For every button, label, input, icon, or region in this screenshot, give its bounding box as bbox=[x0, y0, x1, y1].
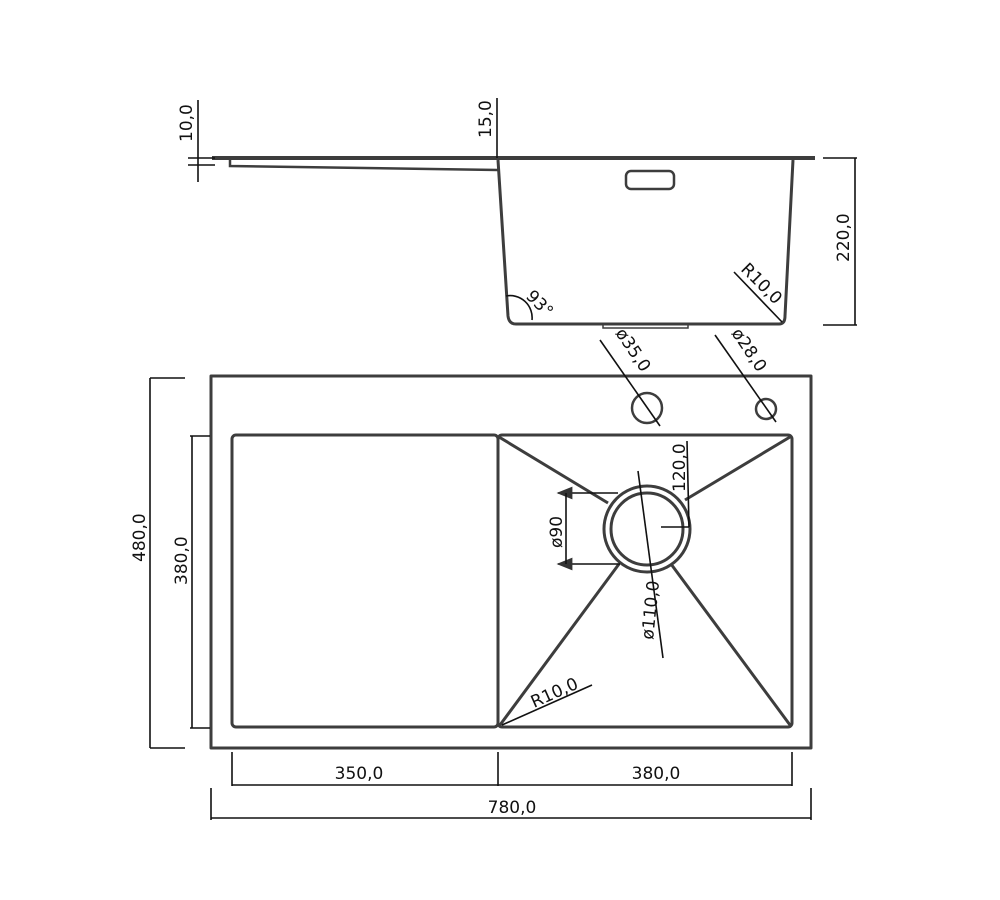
drain-outer-ring bbox=[602, 484, 692, 574]
bowl-depth-label: 220,0 bbox=[834, 213, 854, 262]
side-radius-leader-line bbox=[733, 271, 783, 323]
bowl-slope-line bbox=[498, 563, 621, 726]
bowl-slope-line bbox=[498, 435, 609, 505]
side-view: 10,0 15,0 220,0 R10,0 93° bbox=[177, 98, 857, 329]
overflow-slot bbox=[624, 169, 676, 191]
bowl-slope-line bbox=[669, 563, 792, 726]
bowl-slope-line bbox=[684, 435, 791, 502]
tap-hole-left bbox=[630, 391, 664, 425]
drain-outer-diameter-leader-line bbox=[637, 470, 664, 659]
rim-offset-label: 15,0 bbox=[476, 100, 496, 138]
drain-offset-dimension-line bbox=[686, 440, 690, 528]
rim-thickness-label: 10,0 bbox=[177, 104, 197, 142]
sink-outline bbox=[209, 374, 813, 750]
angle-arc bbox=[505, 294, 533, 321]
tap-hole-left-label: ø35,0 bbox=[611, 325, 655, 376]
bowl-radius-leader-line bbox=[501, 684, 593, 726]
total-depth-label: 480,0 bbox=[130, 513, 150, 562]
drain-offset-label: 120,0 bbox=[670, 443, 690, 492]
drain-outlet bbox=[602, 323, 689, 329]
wall-angle-label: 93° bbox=[521, 286, 556, 321]
bowl-width-label: 380,0 bbox=[632, 764, 681, 784]
bowl-depth-top-label: 380,0 bbox=[172, 536, 192, 585]
drainboard-width-label: 350,0 bbox=[335, 764, 384, 784]
drainboard-profile bbox=[228, 160, 499, 172]
tap-hole-left-leader-line bbox=[599, 339, 661, 427]
top-view: ø35,0 ø28,0 120,0 ø90 ø110,0 R10,0 480,0… bbox=[130, 325, 813, 820]
drainboard bbox=[230, 433, 500, 729]
drain-inner-ring bbox=[609, 491, 685, 567]
drain-inner-diameter-label: ø90 bbox=[547, 516, 567, 548]
bowl-radius-label: R10,0 bbox=[528, 674, 582, 712]
bowl bbox=[496, 433, 794, 729]
tap-hole-right-label: ø28,0 bbox=[727, 325, 771, 376]
tap-hole-right bbox=[754, 397, 778, 421]
tap-hole-right-leader-line bbox=[714, 334, 777, 423]
total-width-label: 780,0 bbox=[488, 798, 537, 818]
